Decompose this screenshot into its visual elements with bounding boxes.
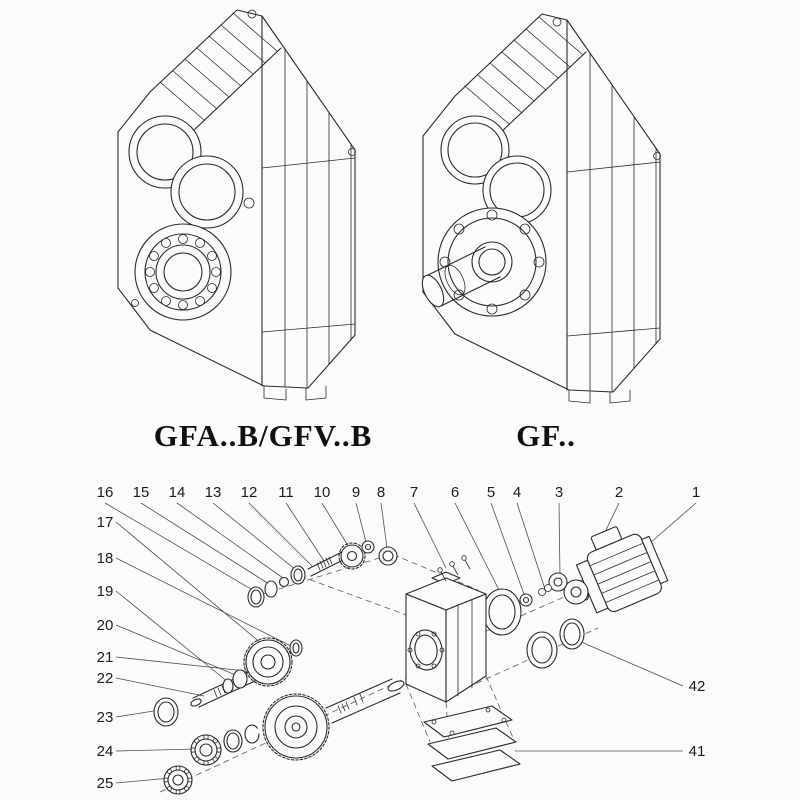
callout-label-11: 11 (278, 484, 294, 501)
callout-label-1: 1 (692, 484, 700, 501)
callout-label-23: 23 (97, 709, 114, 726)
callout-label-14: 14 (169, 484, 186, 501)
gearbox-right-drawing (421, 13, 661, 404)
callout-label-22: 22 (97, 670, 114, 687)
callout-label-2: 2 (615, 484, 623, 501)
output-shaft-detail (421, 246, 501, 308)
callout-label-20: 20 (97, 617, 114, 634)
callout-label-4: 4 (513, 484, 521, 501)
intermediate-gear-cluster (153, 637, 303, 727)
model-caption-right: GF.. (516, 418, 576, 453)
callout-label-42: 42 (689, 678, 706, 695)
callout-label-6: 6 (451, 484, 459, 501)
bolt-parts (437, 555, 471, 582)
callout-label-12: 12 (241, 484, 258, 501)
callout-label-24: 24 (97, 743, 114, 760)
callout-labels: 16 15 14 13 12 11 10 9 8 7 6 5 4 3 2 1 1… (97, 484, 706, 792)
leader-lines (104, 502, 697, 784)
gearbox-left-drawing (117, 9, 356, 401)
callout-label-13: 13 (205, 484, 222, 501)
callout-label-25: 25 (97, 775, 114, 792)
coupling-parts (482, 572, 589, 636)
output-gear-cluster (163, 678, 405, 795)
input-shaft-cluster (247, 540, 398, 608)
bearing-detail (134, 223, 232, 321)
callout-label-17: 17 (97, 514, 114, 531)
callout-label-19: 19 (97, 583, 114, 600)
callout-label-16: 16 (97, 484, 114, 501)
model-caption-left: GFA..B/GFV..B (154, 418, 373, 453)
callout-label-9: 9 (352, 484, 360, 501)
callout-label-7: 7 (410, 484, 418, 501)
callout-label-21: 21 (97, 649, 114, 666)
callout-label-5: 5 (487, 484, 495, 501)
callout-label-41: 41 (689, 743, 706, 760)
callout-label-8: 8 (377, 484, 385, 501)
callout-label-18: 18 (97, 550, 114, 567)
callout-label-3: 3 (555, 484, 563, 501)
housing-part (405, 571, 487, 703)
callout-label-10: 10 (314, 484, 331, 501)
motor-part (575, 526, 669, 614)
seal-ring-parts (526, 618, 585, 669)
callout-label-15: 15 (133, 484, 150, 501)
exploded-view: 16 15 14 13 12 11 10 9 8 7 6 5 4 3 2 1 1… (97, 484, 706, 795)
cover-plate-parts (423, 705, 521, 782)
